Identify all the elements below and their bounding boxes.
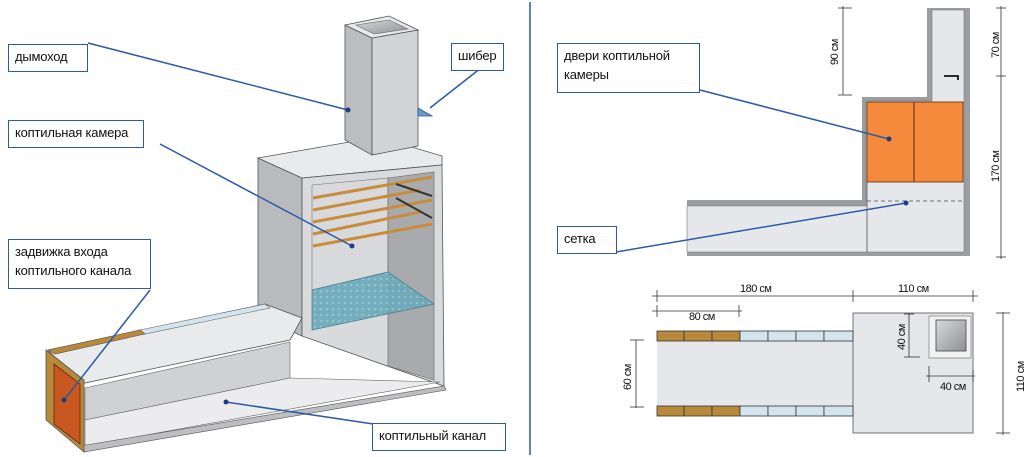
dim-chamber-depth: 110 см: [1015, 361, 1024, 392]
chimney-left-face: [344, 24, 373, 156]
dim-chamber-height: 170 см: [990, 151, 1002, 182]
label-chimney: дымоход: [8, 44, 88, 72]
label-channel-gate-line2: коптильного канала: [15, 263, 132, 278]
chimney-right-face: [371, 29, 419, 156]
dim-chimney-depth: 40 см: [896, 324, 908, 350]
label-channel-gate-line1: задвижка входа: [15, 244, 108, 259]
label-chamber-doors: двери коптильной камеры: [557, 43, 700, 93]
label-damper: шибер: [451, 43, 504, 71]
plan-top-row: [656, 330, 854, 342]
dim-chamber-width: 110 см: [898, 283, 929, 295]
plan-chimney: [935, 319, 967, 352]
label-grid: сетка: [557, 226, 617, 254]
dim-chimney-width: 40 см: [940, 381, 966, 393]
dim-channel-width: 60 см: [622, 364, 634, 390]
chimney-opening: [355, 19, 410, 35]
plan-view: 180 см 110 см 80 см 60 см 110 см 40 см 4…: [622, 283, 1024, 435]
dim-channel-length: 180 см: [740, 283, 771, 295]
damper-plate: [417, 107, 434, 117]
smoking-chamber-doors: [866, 101, 964, 183]
dim-gate-section: 80 см: [689, 311, 715, 323]
dim-top-height: 70 см: [990, 32, 1002, 58]
label-chamber-doors-line2: камеры: [564, 67, 609, 82]
smoking-rods: [312, 175, 433, 248]
section-view: 90 см 70 см 170 см: [615, 6, 1006, 259]
label-channel-gate: задвижка входа коптильного канала: [8, 239, 151, 289]
plan-bottom-row: [656, 405, 854, 417]
channel-gate-door: [53, 363, 81, 445]
channel-brick-strip: [47, 329, 146, 355]
channel-floor: [84, 377, 441, 447]
smoke-grid-mesh: [311, 271, 435, 331]
isometric-view: [45, 15, 487, 453]
callout-lines-left: [63, 42, 487, 426]
label-smoking-chamber: коптильная камера: [8, 120, 144, 148]
label-smoke-channel: коптильный канал: [372, 423, 506, 451]
label-chamber-doors-line1: двери коптильной: [564, 48, 670, 63]
dim-chimney-height: 90 см: [829, 39, 841, 65]
